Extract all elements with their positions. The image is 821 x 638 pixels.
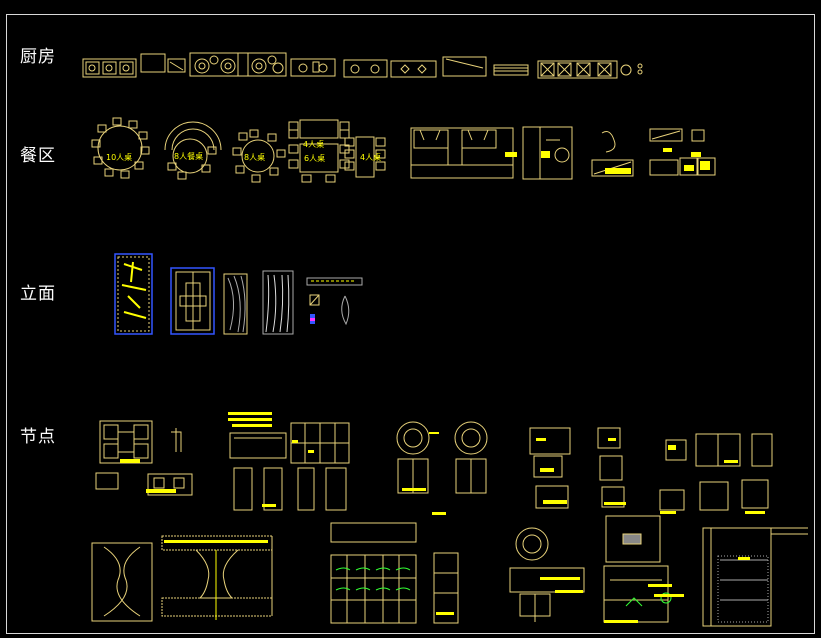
node-wardrobe: [229, 422, 350, 464]
node-small-sections: [95, 472, 193, 496]
node-detail-b: [659, 433, 773, 511]
door-panel: [170, 267, 215, 335]
small-appliance: [167, 58, 186, 73]
node-circles: [396, 421, 488, 494]
round-table-8: [232, 129, 286, 183]
sink-block: [140, 53, 166, 73]
node-detail-a: [529, 427, 625, 509]
node-table-plan: [99, 420, 182, 464]
side-units: [649, 128, 716, 176]
table-label-6: 6人桌: [304, 153, 325, 163]
burner-2: [343, 59, 388, 78]
burner-3: [390, 60, 437, 78]
shelf-elevation: [330, 522, 459, 624]
curtain-panel: [262, 270, 294, 335]
round-detail: [509, 527, 585, 622]
dining-blocks: [91, 117, 716, 183]
table-label-10: 10人桌: [106, 152, 132, 162]
section-label-elevation: 立面: [20, 284, 56, 304]
vent-lines: [493, 64, 529, 76]
round-table-curve: [164, 121, 222, 180]
section-label-dining: 餐区: [20, 146, 56, 166]
drawing-frame: [6, 14, 815, 634]
elevation-blocks: [114, 253, 363, 335]
cabinet-row: [537, 60, 643, 79]
calligraphy-panel: [114, 253, 153, 335]
table-6: [288, 119, 350, 183]
node-lower-highlights: [164, 540, 750, 623]
sign-panel: [306, 277, 363, 326]
round-table-10: [91, 117, 150, 179]
booth-seating: [410, 127, 514, 179]
node-upper-blocks: [95, 420, 773, 511]
column-section: [91, 542, 153, 622]
kitchen-blocks: [82, 52, 643, 79]
section-label-node: 节点: [20, 427, 56, 447]
table-4: [344, 136, 386, 178]
wall-partition: [522, 126, 573, 180]
stair-section: [702, 527, 808, 627]
wave-panel: [223, 273, 248, 335]
section-label-kitchen: 厨房: [20, 47, 56, 67]
pedestal-section: [161, 535, 273, 620]
node-columns: [233, 467, 347, 511]
counter-slope: [442, 56, 487, 77]
table-label-4a: 4人桌: [303, 139, 324, 149]
two-burner: [290, 58, 336, 77]
ceiling-detail: [603, 515, 672, 623]
table-label-group: 10人桌 8人餐桌 8人桌 6人桌 4人桌 4人桌: [106, 139, 381, 163]
table-label-8: 8人桌: [244, 152, 265, 162]
node-lower-blocks: [91, 515, 808, 627]
dining-highlights: [505, 148, 710, 174]
stove-block-1: [82, 58, 137, 78]
node-highlights: [120, 412, 765, 515]
table-label-4b: 4人桌: [360, 152, 381, 162]
big-stove: [189, 52, 287, 77]
table-label-curve: 8人餐桌: [174, 151, 203, 161]
